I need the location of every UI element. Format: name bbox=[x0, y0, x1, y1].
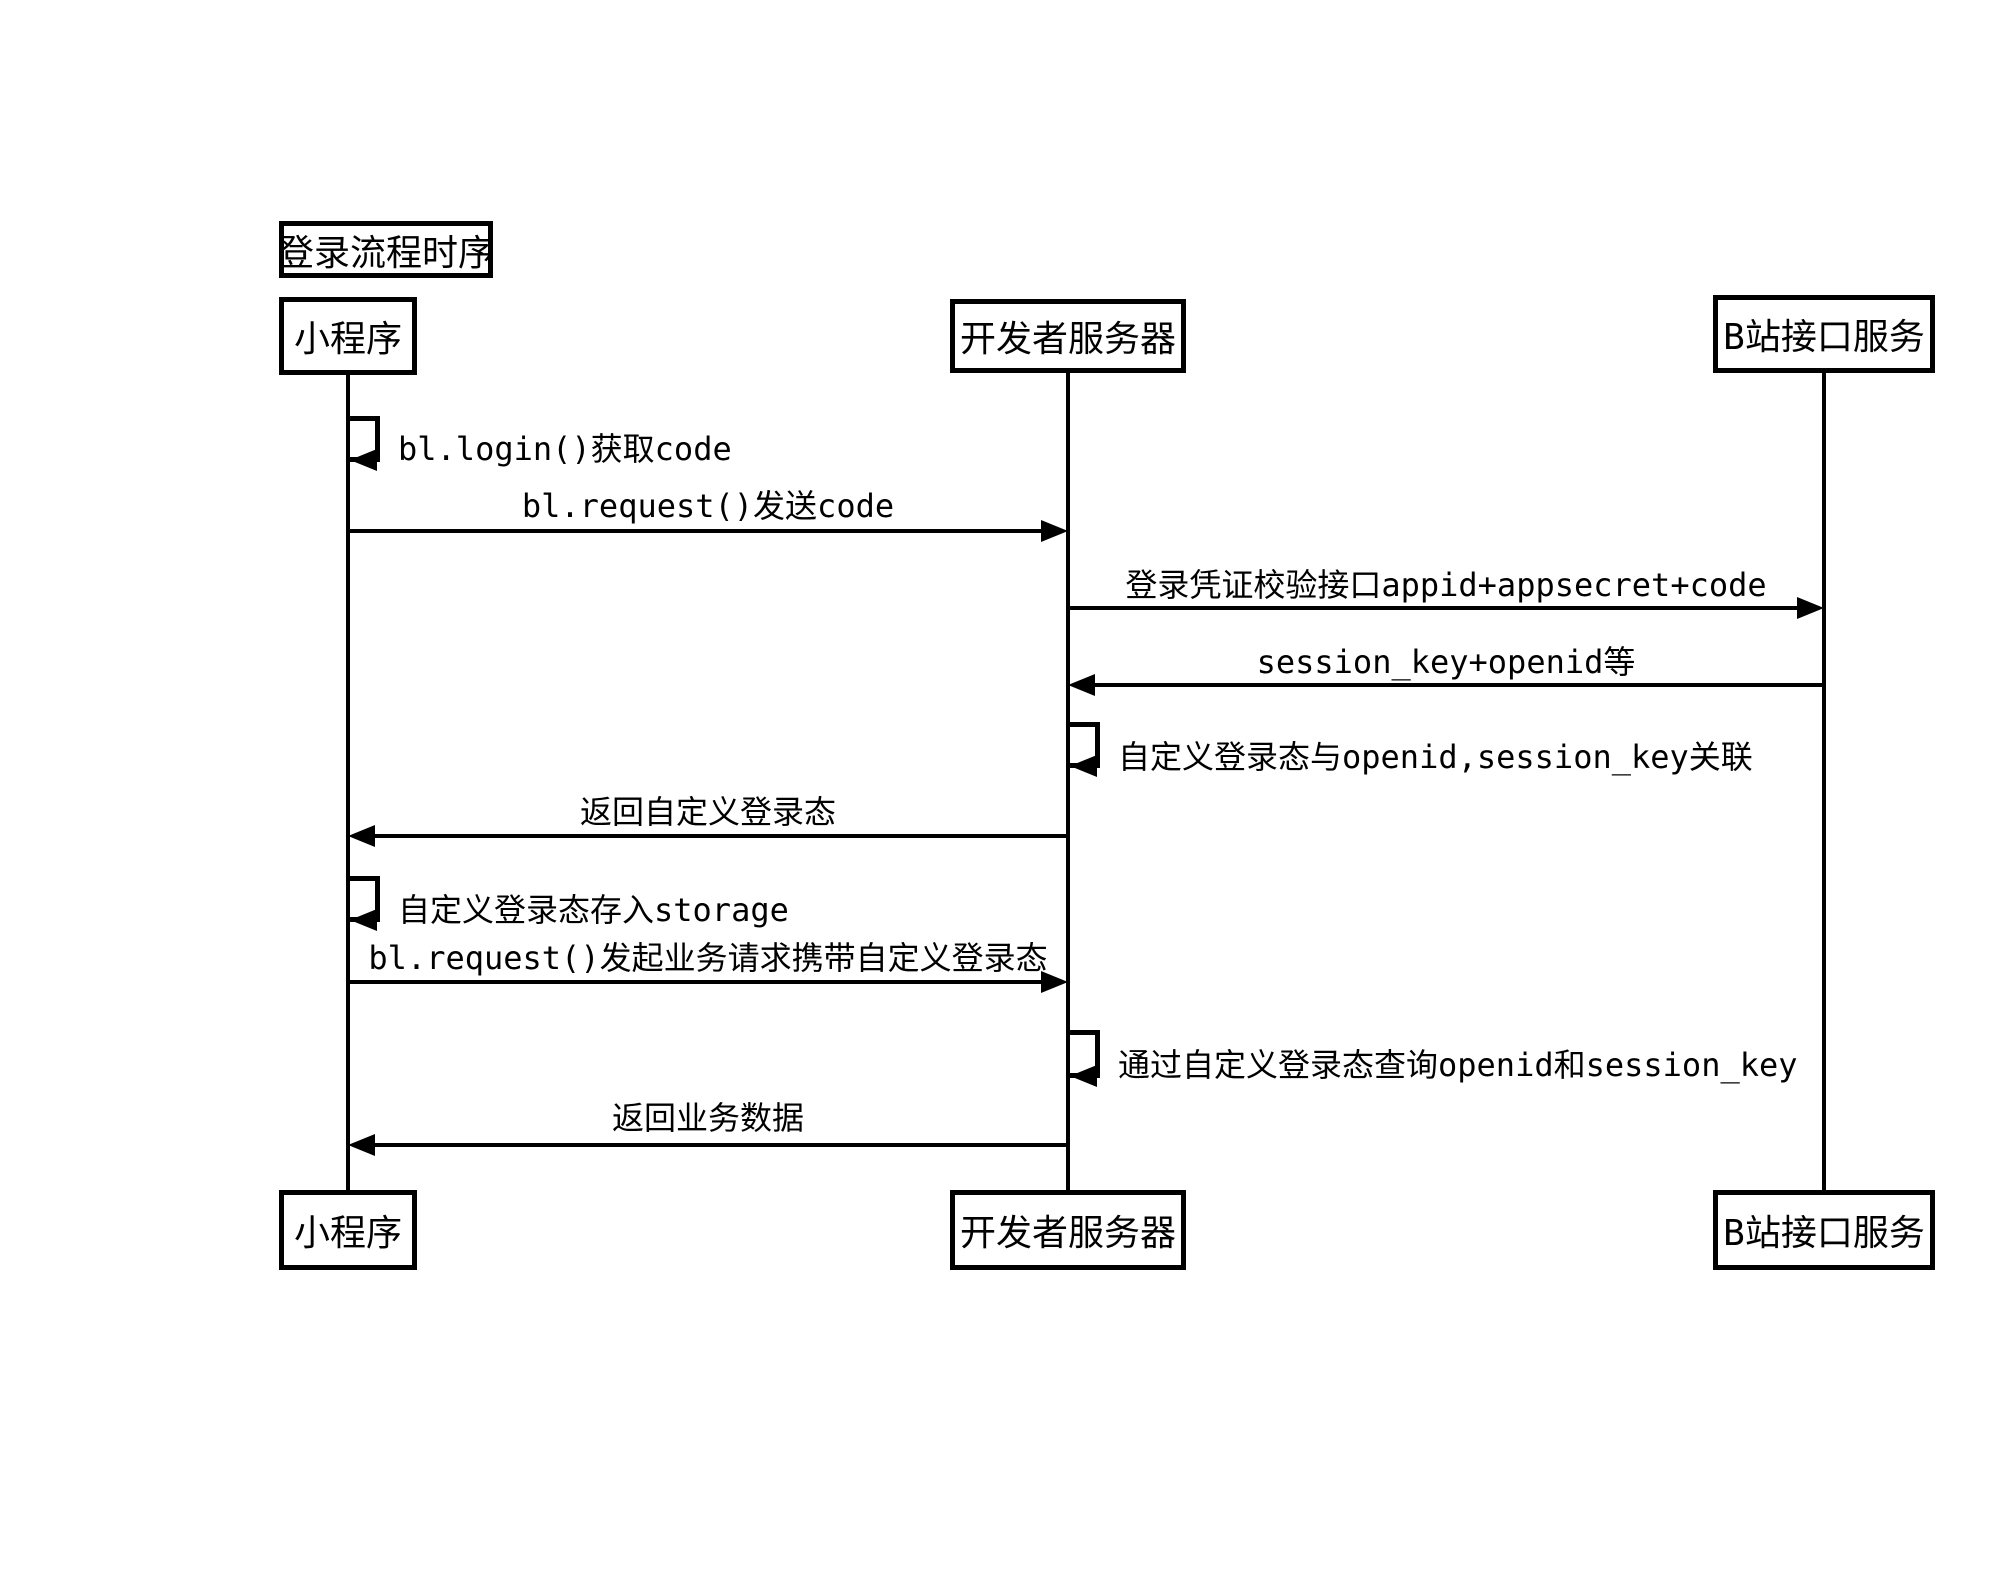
message-label-business-request: bl.request()发起业务请求携带自定义登录态 bbox=[368, 939, 1048, 977]
diagram-title-box: 登录流程时序 bbox=[278, 221, 495, 278]
message-label-session-key: session_key+openid等 bbox=[1256, 643, 1636, 681]
participant-label: 小程序 bbox=[293, 319, 402, 360]
participant-label: 开发者服务器 bbox=[959, 1213, 1176, 1254]
arrowhead-left-icon bbox=[348, 825, 375, 847]
message-line-return-data bbox=[372, 1143, 1068, 1147]
message-line-business-request bbox=[348, 980, 1046, 984]
participant-label: 开发者服务器 bbox=[959, 319, 1176, 360]
lifeline-mini-program bbox=[346, 373, 350, 1190]
arrowhead-right-icon bbox=[1041, 520, 1068, 542]
arrowhead-right-icon bbox=[1797, 597, 1824, 619]
lifeline-developer-server bbox=[1066, 371, 1070, 1190]
arrowhead-left-icon bbox=[348, 1134, 375, 1156]
message-label-self-query: 通过自定义登录态查询openid和session_key bbox=[1118, 1046, 1798, 1084]
message-line-return-login-state bbox=[372, 834, 1068, 838]
lifeline-bilibili-api bbox=[1822, 371, 1826, 1190]
message-label-self-associate: 自定义登录态与openid,session_key关联 bbox=[1118, 738, 1753, 776]
participant-top-bilibili-api: B站接口服务 bbox=[1713, 295, 1935, 373]
message-line-session-key bbox=[1092, 683, 1824, 687]
arrowhead-left-icon bbox=[1070, 1065, 1097, 1087]
participant-label: B站接口服务 bbox=[1723, 1213, 1925, 1254]
arrowhead-left-icon bbox=[350, 909, 377, 931]
participant-bottom-developer-server: 开发者服务器 bbox=[950, 1190, 1186, 1270]
arrowhead-right-icon bbox=[1041, 971, 1068, 993]
message-line-credential-check bbox=[1068, 606, 1802, 610]
participant-label: 小程序 bbox=[293, 1213, 402, 1254]
diagram-title: 登录流程时序 bbox=[278, 232, 495, 274]
message-label-self-storage: 自定义登录态存入storage bbox=[398, 891, 789, 929]
message-label-return-login-state: 返回自定义登录态 bbox=[579, 793, 836, 831]
message-line-send-code bbox=[348, 529, 1046, 533]
participant-bottom-bilibili-api: B站接口服务 bbox=[1713, 1190, 1935, 1270]
arrowhead-left-icon bbox=[1068, 674, 1095, 696]
participant-top-developer-server: 开发者服务器 bbox=[950, 299, 1186, 373]
participant-bottom-mini-program: 小程序 bbox=[279, 1190, 417, 1270]
message-label-send-code: bl.request()发送code bbox=[521, 487, 895, 525]
participant-top-mini-program: 小程序 bbox=[279, 297, 417, 375]
arrowhead-left-icon bbox=[1070, 755, 1097, 777]
message-label-self-login: bl.login()获取code bbox=[398, 430, 732, 468]
arrowhead-left-icon bbox=[350, 449, 377, 471]
message-label-credential-check: 登录凭证校验接口appid+appsecret+code bbox=[1125, 566, 1767, 604]
message-label-return-data: 返回业务数据 bbox=[611, 1099, 804, 1137]
participant-label: B站接口服务 bbox=[1723, 317, 1925, 358]
